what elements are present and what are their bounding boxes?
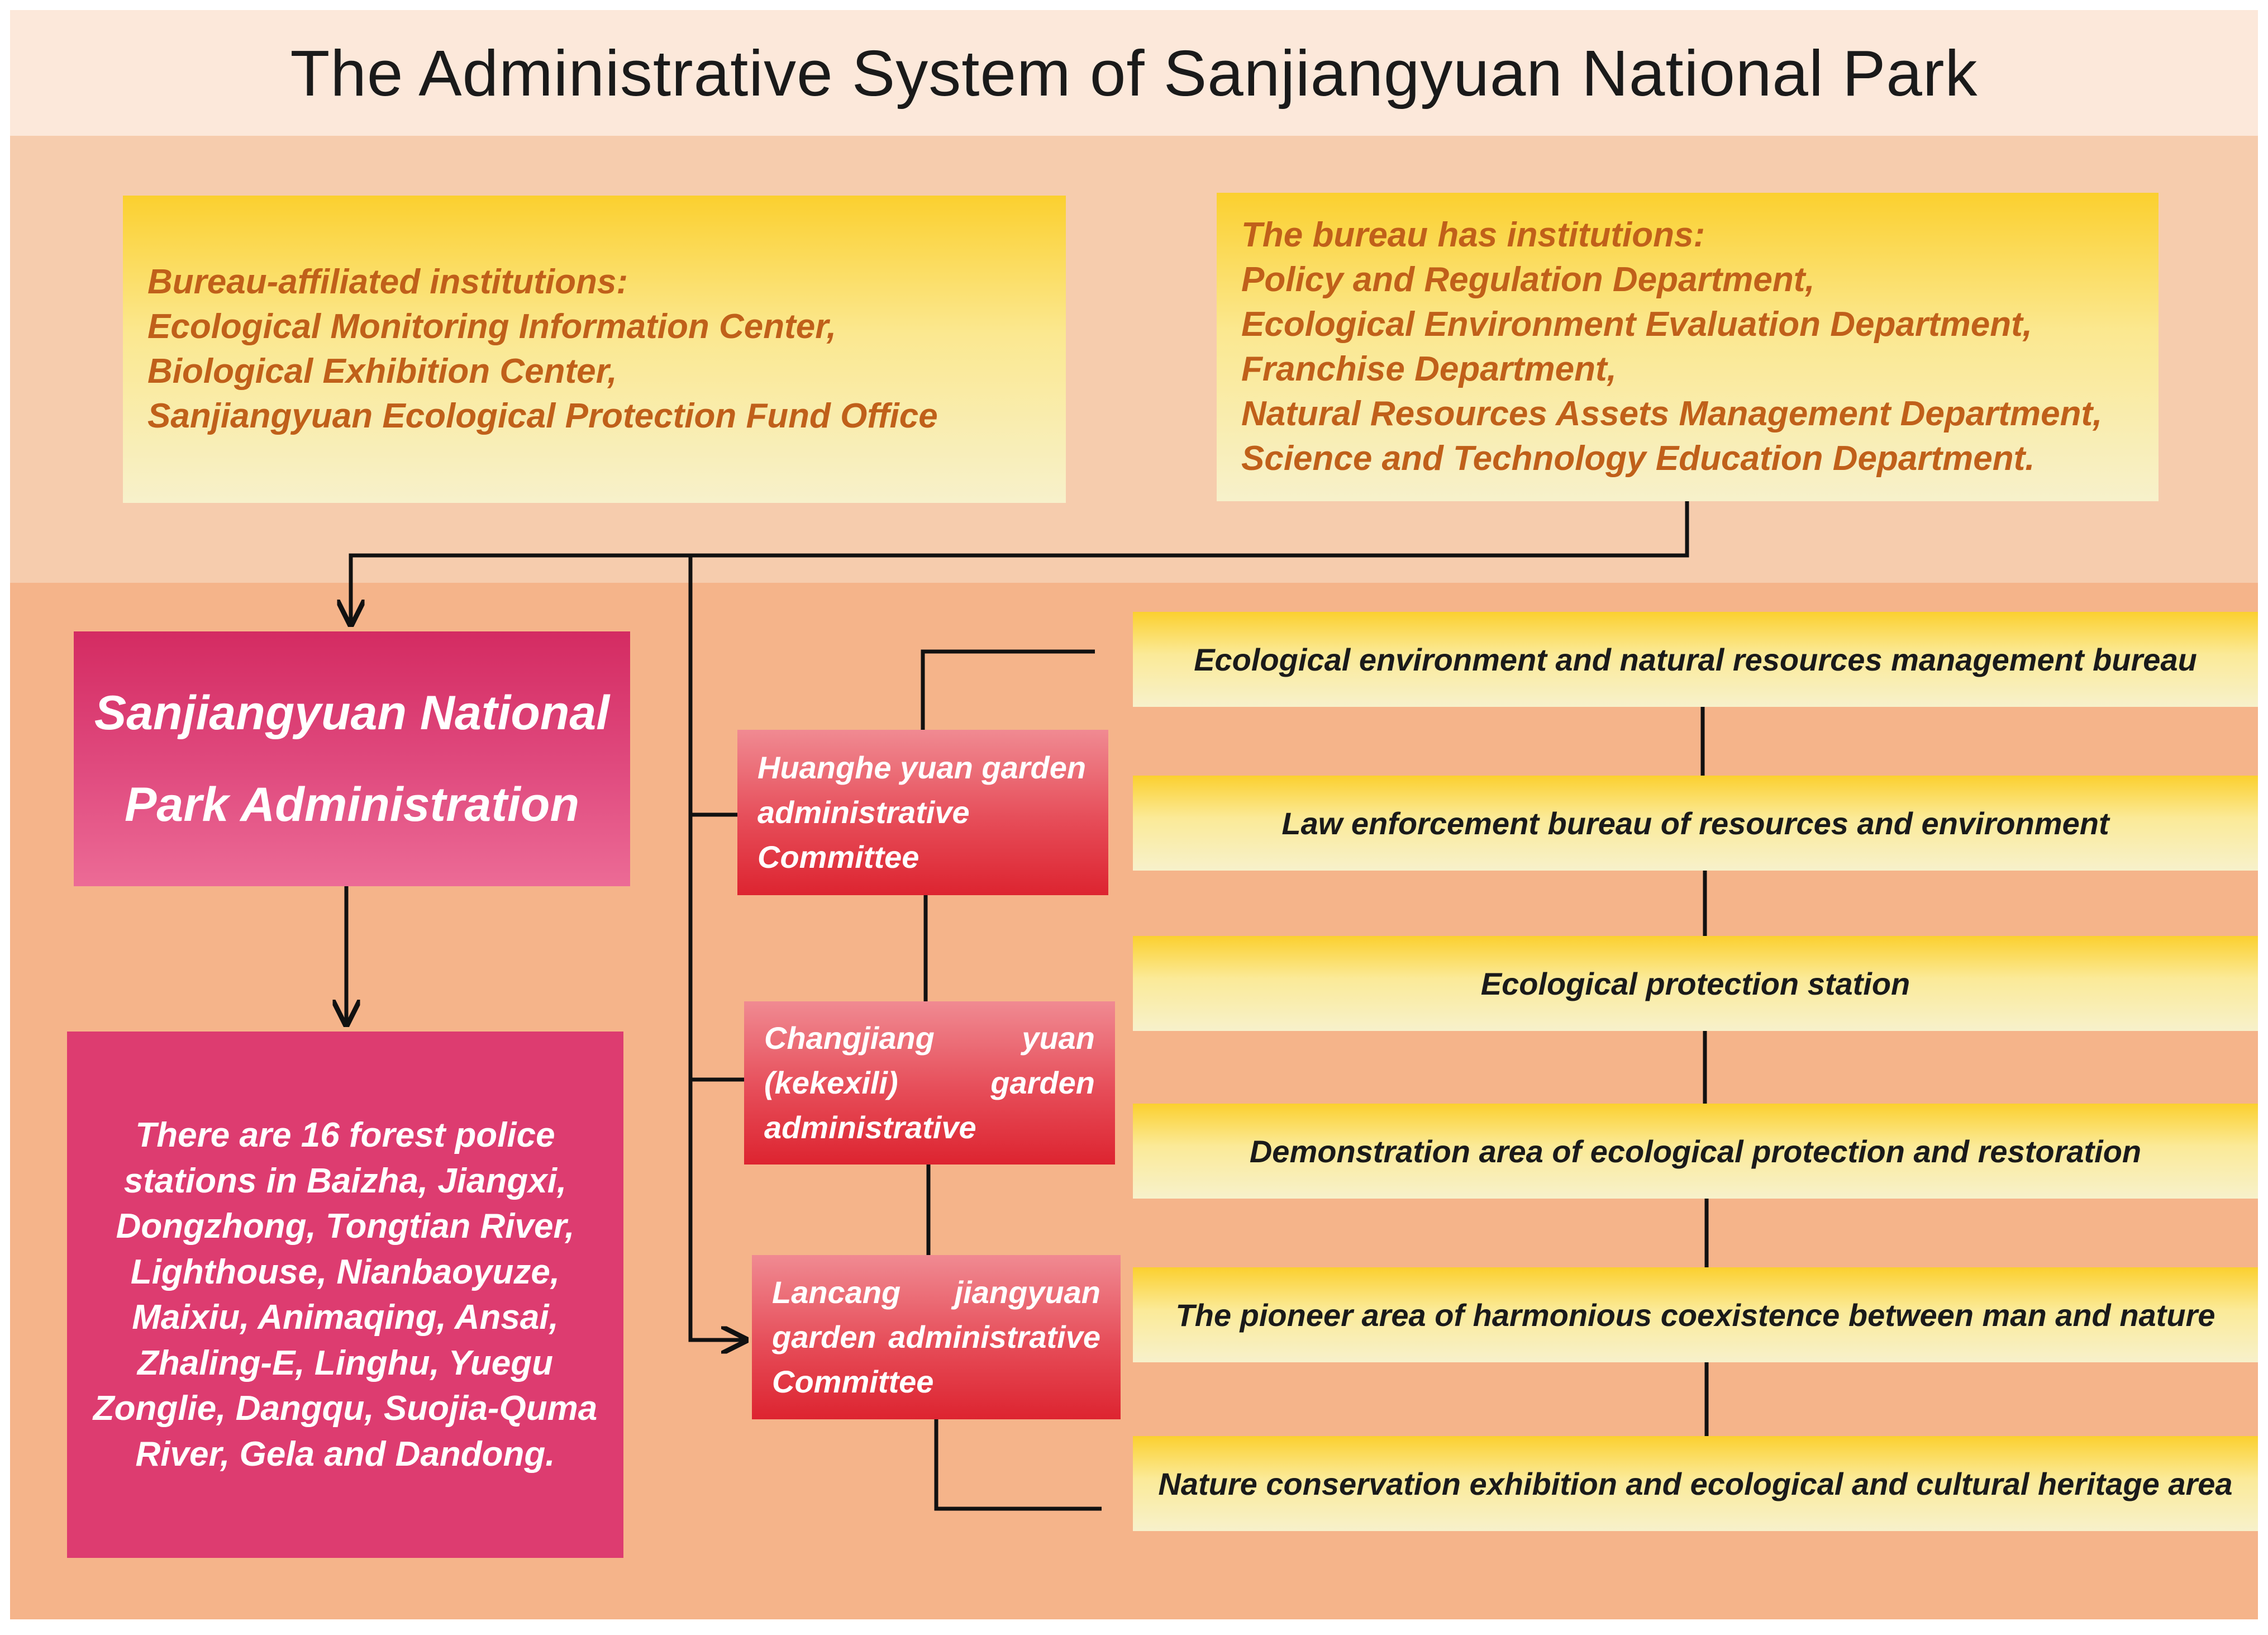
garden-line: (kekexili) garden bbox=[764, 1061, 1095, 1105]
unit-box: Ecological environment and natural resou… bbox=[1133, 612, 2258, 707]
admin-line: Park Administration bbox=[125, 778, 579, 831]
unit-box: Demonstration area of ecological protect… bbox=[1133, 1104, 2258, 1199]
huanghe-garden-committee: Huanghe yuan garden administrative Commi… bbox=[737, 730, 1108, 895]
garden-line: administrative bbox=[757, 795, 970, 830]
affiliated-line: Biological Exhibition Center, bbox=[147, 352, 617, 391]
garden-word: administrative bbox=[888, 1319, 1100, 1354]
bureau-line: Science and Technology Education Departm… bbox=[1241, 439, 2035, 478]
garden-word: Lancang bbox=[772, 1275, 901, 1310]
police-line: There are 16 forest police bbox=[135, 1116, 555, 1154]
police-line: Lighthouse, Nianbaoyuze, bbox=[130, 1252, 560, 1291]
bureau-line: Natural Resources Assets Management Depa… bbox=[1241, 395, 2103, 433]
garden-line: garden administrative bbox=[772, 1315, 1100, 1360]
garden-line: Changjiang yuan bbox=[764, 1016, 1095, 1061]
bureau-line: The bureau has institutions: bbox=[1241, 216, 1705, 254]
affiliated-line: Bureau-affiliated institutions: bbox=[147, 263, 628, 301]
garden-word: garden bbox=[990, 1065, 1095, 1100]
garden-word: jiangyuan bbox=[954, 1275, 1100, 1310]
garden-line: Huanghe yuan garden bbox=[757, 750, 1087, 785]
admin-line: Sanjiangyuan National bbox=[94, 686, 610, 740]
affiliated-line: Sanjiangyuan Ecological Protection Fund … bbox=[147, 397, 938, 435]
police-line: stations in Baizha, Jiangxi, bbox=[123, 1161, 567, 1200]
page-title: The Administrative System of Sanjiangyua… bbox=[290, 36, 1978, 110]
garden-line: Committee bbox=[772, 1364, 934, 1399]
garden-word: (kekexili) bbox=[764, 1065, 898, 1100]
forest-police-box: There are 16 forest police stations in B… bbox=[67, 1032, 623, 1558]
police-line: Zhaling-E, Linghu, Yuegu bbox=[137, 1343, 553, 1382]
garden-line: administrative bbox=[764, 1110, 976, 1145]
garden-line: Committee bbox=[757, 839, 919, 874]
garden-word: garden bbox=[772, 1319, 876, 1354]
park-administration-box: Sanjiangyuan National Park Administratio… bbox=[74, 631, 630, 886]
changjiang-garden-committee: Changjiang yuan (kekexili) garden admini… bbox=[744, 1001, 1115, 1165]
unit-box: Ecological protection station bbox=[1133, 936, 2258, 1031]
affiliated-institutions-box: Bureau-affiliated institutions: Ecologic… bbox=[123, 196, 1066, 503]
bureau-line: Policy and Regulation Department, bbox=[1241, 260, 1815, 299]
bureau-line: Franchise Department, bbox=[1241, 350, 1617, 388]
police-line: Zonglie, Dangqu, Suojia-Quma bbox=[93, 1389, 598, 1428]
bureau-institutions-box: The bureau has institutions: Policy and … bbox=[1217, 193, 2159, 501]
affiliated-line: Ecological Monitoring Information Center… bbox=[147, 307, 837, 346]
lancang-garden-committee: Lancang jiangyuan garden administrative … bbox=[752, 1255, 1121, 1419]
police-line: Dongzhong, Tongtian River, bbox=[116, 1207, 575, 1246]
unit-box: Law enforcement bureau of resources and … bbox=[1133, 776, 2258, 871]
garden-word: yuan bbox=[1022, 1020, 1095, 1056]
unit-box: The pioneer area of harmonious coexisten… bbox=[1133, 1267, 2258, 1362]
title-band bbox=[10, 10, 2258, 136]
bureau-line: Ecological Environment Evaluation Depart… bbox=[1241, 305, 2032, 344]
garden-word: Changjiang bbox=[764, 1020, 935, 1056]
police-line: River, Gela and Dandong. bbox=[135, 1434, 555, 1474]
unit-box: Nature conservation exhibition and ecolo… bbox=[1133, 1436, 2258, 1531]
garden-line: Lancang jiangyuan bbox=[772, 1270, 1100, 1315]
police-line: Maixiu, Animaqing, Ansai, bbox=[132, 1298, 559, 1337]
